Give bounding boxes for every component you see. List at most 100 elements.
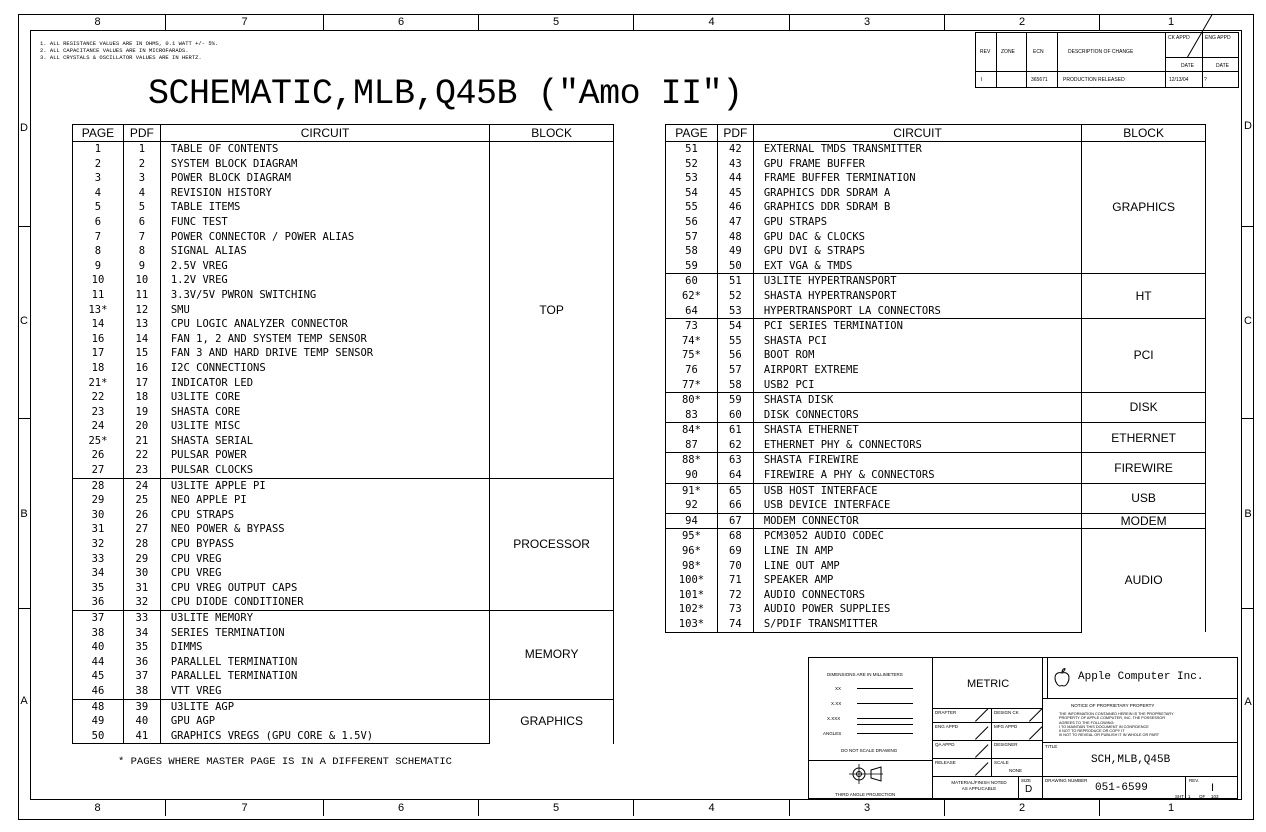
toc-circuit-name: SHASTA ETHERNET: [753, 422, 1082, 438]
toc-pdf-number: 69: [717, 544, 754, 559]
toc-pdf-number: 59: [717, 392, 754, 408]
do-not-scale: DO NOT SCALE DRAWING: [841, 748, 898, 753]
toc-page-number: 87: [665, 437, 718, 454]
drawing-number: 051-6599: [1095, 782, 1148, 794]
toc-page-number: 46: [72, 683, 124, 700]
toc-page-number: 57: [665, 229, 718, 245]
col-header-circuit: CIRCUIT: [159, 124, 491, 142]
toc-pdf-number: 18: [123, 390, 161, 405]
toc-page-number: 102*: [665, 602, 718, 617]
toc-pdf-number: 7: [123, 229, 161, 245]
toc-circuit-name: PULSAR CLOCKS: [160, 463, 490, 479]
toc-pdf-number: 14: [123, 331, 161, 347]
col-header-pdf: PDF: [716, 124, 754, 142]
toc-circuit-name: CPU LOGIC ANALYZER CONNECTOR: [170, 318, 348, 331]
toc-pdf-number: 29: [123, 551, 161, 567]
toc-page-number: 16: [72, 331, 124, 347]
check-value: ?: [1204, 77, 1207, 83]
toc-pdf-number: 23: [123, 463, 161, 479]
toc-circuit-name: CPU VREG OUTPUT CAPS: [170, 581, 298, 594]
toc-circuit-name: SERIES TERMINATION: [170, 626, 285, 639]
toc-pdf-number: 45: [717, 185, 754, 201]
toc-circuit-name: NEO APPLE PI: [170, 494, 247, 507]
rev-header: REV: [980, 49, 991, 55]
notice-text: THE INFORMATION CONTAINED HEREIN IS THE …: [1059, 712, 1174, 738]
sign-label: ENG APPD: [935, 724, 959, 729]
toc-circuit-name: USB DEVICE INTERFACE: [753, 498, 1082, 514]
toc-pdf-number: 34: [123, 625, 161, 641]
toc-pdf-number: 52: [717, 288, 754, 304]
zone-col: 5: [479, 14, 634, 30]
toc-circuit-name: NEO POWER & BYPASS: [170, 523, 285, 536]
toc-circuit-name: ETHERNET PHY & CONNECTORS: [753, 437, 1082, 454]
toc-pdf-number: 35: [123, 640, 161, 655]
sign-label: QA APPD: [935, 742, 955, 747]
toc-pdf-number: 5: [123, 200, 161, 215]
rev-value: I: [981, 77, 983, 83]
toc-block-name: AUDIO: [1081, 528, 1206, 633]
toc-pdf-number: 11: [123, 287, 161, 303]
eng-appd-header: ENG APPD: [1205, 35, 1231, 41]
toc-pdf-number: 68: [717, 528, 754, 545]
toc-page-number: 84*: [665, 422, 718, 438]
toc-pdf-number: 46: [717, 200, 754, 215]
toc-circuit-name: GPU AGP: [170, 715, 216, 728]
of-value: 103: [1211, 794, 1219, 799]
toc-circuit-name: SHASTA CORE: [170, 405, 241, 418]
toc-pdf-number: 16: [123, 360, 161, 376]
toc-page-number: 77*: [665, 377, 718, 394]
toc-pdf-number: 57: [717, 362, 754, 378]
toc-circuit-name: CPU DIODE CONDITIONER: [160, 595, 490, 612]
col-header-page: PAGE: [665, 124, 718, 142]
toc-page-number: 3: [72, 171, 124, 186]
toc-circuit-name: SHASTA FIREWIRE: [753, 452, 1082, 469]
drawing-border-outer: [18, 14, 1254, 820]
of-label: OF: [1199, 794, 1206, 799]
toc-pdf-number: 74: [717, 617, 754, 633]
footnote: * PAGES WHERE MASTER PAGE IS IN A DIFFER…: [118, 756, 452, 768]
toc-page-number: 36: [72, 595, 124, 612]
toc-circuit-name: SHASTA SERIAL: [170, 434, 254, 447]
toc-page-number: 53: [665, 171, 718, 186]
toc-page-number: 18: [72, 360, 124, 376]
toc-circuit-name: U3LITE CORE: [170, 391, 241, 404]
zone-col: 8: [30, 14, 166, 30]
note-line: 3. ALL CRYSTALS & OSCILLATOR VALUES ARE …: [40, 54, 202, 61]
toc-block-name: USB: [1081, 482, 1206, 514]
toc-page-number: 59: [665, 258, 718, 275]
toc-circuit-name: SHASTA HYPERTRANSPORT: [763, 289, 897, 302]
toc-circuit-name: CPU BYPASS: [170, 538, 235, 551]
toc-pdf-number: 30: [123, 566, 161, 581]
zone-col: 2: [945, 14, 1100, 30]
toc-circuit-name: AUDIO POWER SUPPLIES: [763, 603, 891, 616]
note-line: 1. ALL RESISTANCE VALUES ARE IN OHMS, 0.…: [40, 40, 219, 47]
zone-row-left: C: [20, 315, 28, 327]
col-header-block: BLOCK: [489, 124, 614, 142]
toc-circuit-name: SMU: [170, 303, 190, 316]
toc-page-number: 58: [665, 244, 718, 259]
rev-label: REV.: [1189, 778, 1200, 783]
toc-page-number: 21*: [72, 375, 124, 391]
toc-page-number: 90: [665, 468, 718, 484]
schematic-title: SCHEMATIC,MLB,Q45B ("Amo II"): [148, 74, 743, 114]
toc-pdf-number: 32: [123, 595, 161, 612]
toc-pdf-number: 66: [717, 498, 754, 514]
toc-circuit-name: FRAME BUFFER TERMINATION: [763, 172, 916, 185]
